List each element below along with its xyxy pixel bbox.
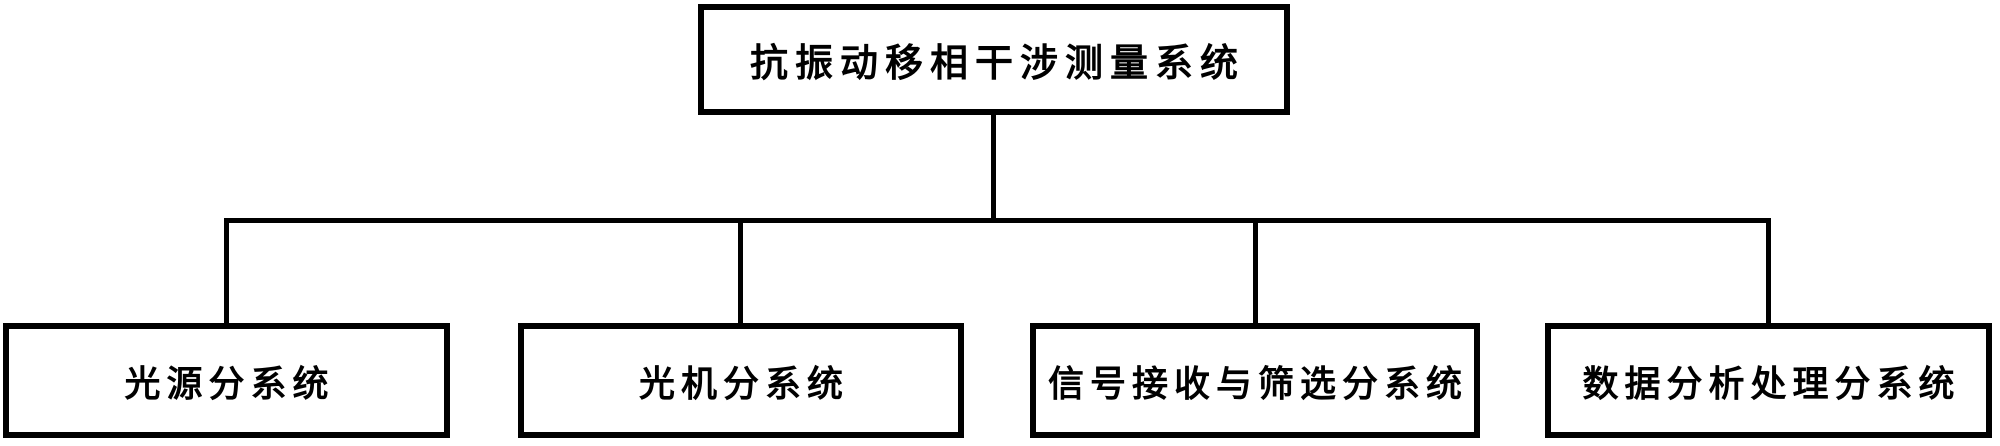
node-child-2-label: 光机分系统 xyxy=(638,362,849,404)
connector-root-stem xyxy=(991,115,996,220)
node-child-4-label: 数据分析处理分系统 xyxy=(1582,362,1961,404)
node-data-analysis-processing-subsystem: 数据分析处理分系统 xyxy=(1545,323,1992,438)
connector-stem-child-4 xyxy=(1766,218,1771,325)
node-signal-receiving-screening-subsystem: 信号接收与筛选分系统 xyxy=(1030,323,1480,438)
node-opto-mechanical-subsystem: 光机分系统 xyxy=(518,323,964,438)
node-root-label: 抗振动移相干涉测量系统 xyxy=(749,43,1245,85)
connector-stem-child-3 xyxy=(1253,218,1258,325)
node-child-1-label: 光源分系统 xyxy=(124,362,335,404)
node-light-source-subsystem: 光源分系统 xyxy=(3,323,450,438)
node-child-3-label: 信号接收与筛选分系统 xyxy=(1047,362,1468,404)
connector-horizontal-bus xyxy=(224,218,1771,223)
node-root-system: 抗振动移相干涉测量系统 xyxy=(698,4,1290,115)
connector-stem-child-2 xyxy=(738,218,743,325)
connector-stem-child-1 xyxy=(224,218,229,325)
